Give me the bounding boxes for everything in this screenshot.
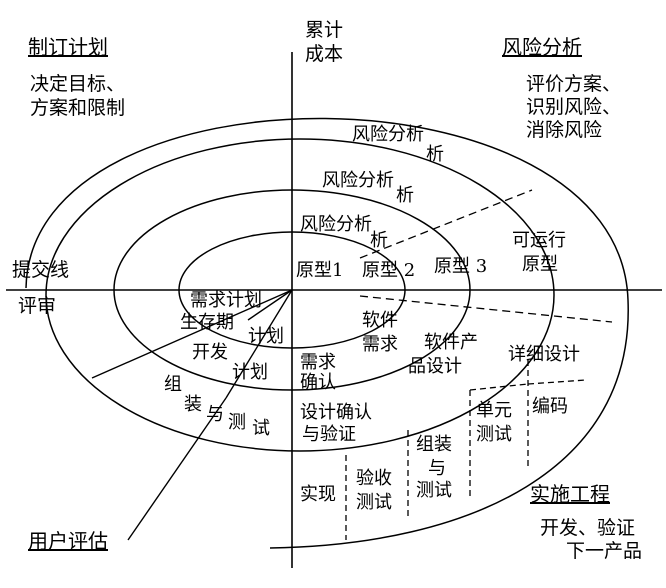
risk-analysis-inner-tail: 析: [370, 230, 388, 251]
software-requirements-line-1: 软件: [362, 310, 398, 331]
dashed-line-lower: [359, 295, 613, 323]
axis-label-cost: 成本: [305, 43, 343, 65]
detailed-design: 详细设计: [508, 344, 580, 365]
risk-analysis-outer: 风险分析: [352, 124, 424, 145]
runnable-prototype-line-1: 可运行: [512, 230, 566, 251]
dashed-step-top-1: [469, 383, 529, 391]
design-verify-line-2: 与验证: [302, 424, 356, 445]
risk-analysis-inner: 风险分析: [300, 214, 372, 235]
assembly-char-3: 与: [206, 404, 224, 425]
spiral-ring-3: [45, 138, 555, 452]
prototype-1: 原型1: [296, 260, 343, 281]
axis-label-commit-line: 提交线: [12, 259, 69, 281]
prototype-3: 原型 3: [434, 256, 487, 277]
acceptance-test-line-2: 测试: [356, 492, 392, 513]
quadrant-risk-line-3: 消除风险: [526, 119, 602, 141]
radial-line-3: [225, 289, 293, 399]
requirements-confirm-line-2: 确认: [300, 372, 336, 393]
software-requirements-line-2: 需求: [362, 334, 398, 355]
risk-analysis-middle: 风险分析: [322, 170, 394, 191]
dashed-step-top-2: [527, 379, 587, 385]
runnable-prototype-line-2: 原型: [522, 254, 558, 275]
dev-plan-part-1: 开发: [192, 342, 228, 363]
quadrant-risk-line-2: 识别风险、: [526, 96, 621, 118]
requirements-plan: 需求计划: [190, 290, 262, 311]
radial-line-1: [91, 289, 293, 379]
product-design-line-2: 品设计: [408, 356, 462, 377]
lifecycle-plan-part-2: 计划: [248, 326, 284, 347]
quadrant-title-engineering: 实施工程: [530, 482, 610, 506]
quadrant-risk-line-1: 评价方案、: [526, 73, 621, 95]
spiral-ring-2: [113, 189, 471, 391]
coding: 编码: [532, 396, 568, 417]
unit-test-line-2: 测试: [476, 424, 512, 445]
quadrant-planning-line-1: 决定目标、: [30, 73, 125, 95]
acceptance-test-line-1: 验收: [356, 468, 392, 489]
quadrant-title-user-evaluation: 用户评估: [28, 529, 108, 553]
risk-analysis-middle-tail: 析: [396, 185, 414, 206]
dev-plan-part-2: 计划: [232, 362, 268, 383]
axis-label-review: 评审: [18, 295, 56, 317]
implementation: 实现: [300, 484, 336, 505]
prototype-2: 原型 2: [362, 260, 415, 281]
assembly-char-5: 试: [252, 418, 270, 439]
unit-test-line-1: 单元: [476, 400, 512, 421]
integration-test-line-2: 与: [428, 458, 446, 479]
design-verify-line-1: 设计确认: [300, 402, 372, 423]
quadrant-title-risk-analysis: 风险分析: [502, 35, 582, 59]
radial-line-2: [247, 289, 293, 321]
assembly-char-1: 组: [164, 374, 182, 395]
assembly-char-2: 装: [184, 394, 202, 415]
quadrant-planning-line-2: 方案和限制: [30, 97, 125, 119]
requirements-confirm-line-1: 需求: [300, 352, 336, 373]
spiral-outer-arc: [25, 117, 629, 549]
assembly-char-4: 测: [228, 412, 246, 433]
radial-line-4: [127, 397, 227, 541]
spiral-ring-1: [178, 231, 406, 349]
quadrant-engineering-line-1: 开发、验证: [540, 517, 635, 539]
dashed-line-upper: [359, 189, 533, 259]
quadrant-engineering-line-2: 下一产品: [566, 540, 642, 562]
integration-test-line-3: 测试: [416, 480, 452, 501]
lifecycle-plan-part-1: 生存期: [180, 312, 234, 333]
axis-label-cumulative: 累计: [305, 19, 343, 41]
risk-analysis-outer-tail: 析: [426, 144, 444, 165]
integration-test-line-1: 组装: [416, 434, 452, 455]
quadrant-title-planning: 制订计划: [28, 35, 108, 59]
product-design-line-1: 软件产: [424, 332, 478, 353]
